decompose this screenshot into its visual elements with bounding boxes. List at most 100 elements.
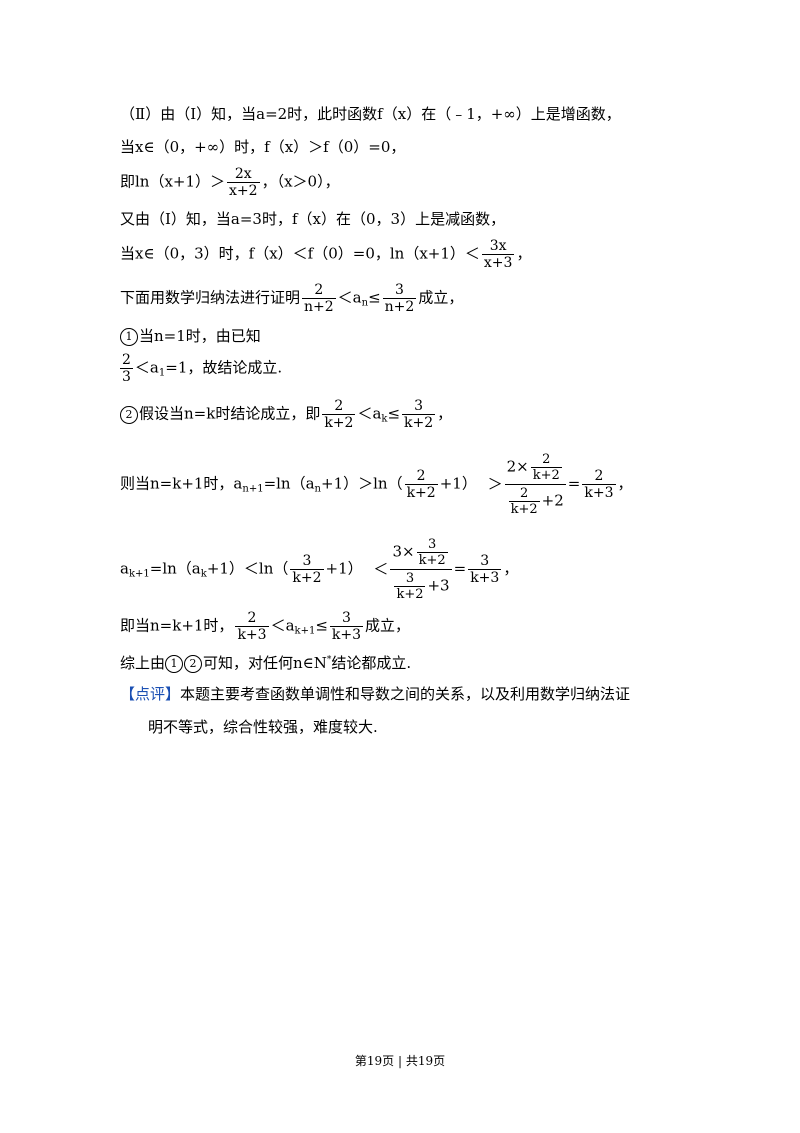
- denominator: n+2: [304, 299, 334, 315]
- numerator: 3: [416, 537, 448, 553]
- l6-post: 成立，: [418, 288, 464, 307]
- numerator: 3: [382, 282, 417, 299]
- denominator: k+2: [324, 415, 354, 431]
- l12-le: ≤: [315, 616, 328, 635]
- l10-post: ，: [617, 474, 633, 493]
- denominator: x+3: [483, 255, 513, 271]
- circled-number-1: 1: [120, 328, 138, 346]
- subscript-n: n: [361, 297, 369, 309]
- l10-b: +1）＞ln（: [321, 474, 403, 493]
- l10-a: =ln（a: [263, 474, 315, 493]
- denominator: k+2: [396, 587, 424, 602]
- l3-pre: 即ln（x+1）＞: [120, 172, 226, 191]
- l12-mid: ＜a: [270, 616, 295, 635]
- proof-line-2: 当x∈（0，+∞）时，f（x）＞f（0）=0，: [120, 138, 406, 156]
- l9-post: ，: [437, 404, 453, 423]
- denominator: k+3: [470, 570, 500, 586]
- l8-post: =1，故结论成立.: [165, 358, 283, 377]
- addend: +2: [541, 491, 564, 510]
- l12-post: 成立，: [365, 616, 411, 635]
- numerator: 3: [468, 553, 502, 570]
- denominator: k+3: [237, 627, 267, 643]
- circled-number-2: 2: [120, 405, 138, 424]
- numerator: 2: [322, 398, 356, 415]
- l13-b: 结论都成立.: [331, 654, 412, 672]
- numerator: 2: [302, 282, 336, 299]
- denominator: k+2: [406, 485, 436, 501]
- l9-pre: 假设当n=k时结论成立，即: [139, 404, 321, 423]
- denominator: k+2: [532, 468, 560, 483]
- comment-text: 本题主要考查函数单调性和导数之间的关系，以及利用数学归纳法证: [180, 685, 631, 703]
- denominator: x+2: [229, 183, 258, 199]
- l6-le: ≤: [368, 288, 381, 307]
- numerator: 2: [235, 610, 269, 627]
- denominator: k+2: [510, 502, 538, 517]
- circled-number-1: 1: [165, 655, 184, 673]
- l5-post: ，: [516, 244, 532, 263]
- subscript-k: k: [200, 568, 207, 580]
- l11-a: =ln（a: [149, 559, 201, 578]
- subscript-1: 1: [158, 367, 166, 379]
- l11-eq: =: [453, 559, 467, 578]
- numerator: 2: [508, 486, 540, 502]
- denominator: k+2: [404, 415, 434, 431]
- subscript-k-plus-1: k+1: [128, 568, 150, 580]
- l7-text: 当n=1时，由已知: [139, 327, 261, 345]
- comment-line-2: 明不等式，综合性较强，难度较大.: [148, 718, 378, 736]
- l3-post: ，（x＞0），: [261, 172, 340, 191]
- numerator: 3: [329, 610, 364, 627]
- l11-b: +1）＜ln（: [206, 559, 289, 578]
- subscript-k-plus-1: k+1: [294, 625, 316, 637]
- denominator: k+2: [418, 553, 446, 568]
- numerator: 3: [290, 553, 324, 570]
- addend: +3: [427, 576, 450, 595]
- numerator: 2: [404, 468, 438, 485]
- l11-post: ，: [503, 559, 519, 578]
- l13-a: 可知，对任何n∈N: [203, 654, 327, 672]
- l11-pre: a: [120, 559, 129, 578]
- l10-pre: 则当n=k+1时，a: [120, 474, 243, 493]
- l11-lt: ＜: [373, 559, 389, 578]
- l10-eq: =: [567, 474, 581, 493]
- page-footer: 第19页 | 共19页: [354, 1054, 446, 1068]
- denominator: n+2: [384, 299, 415, 315]
- denominator: k+2: [292, 570, 322, 586]
- subscript-k: k: [381, 413, 388, 425]
- l9-mid: ＜a: [357, 404, 382, 423]
- numerator: 3: [394, 571, 426, 587]
- numerator: 3x: [481, 238, 515, 255]
- denominator: k+3: [584, 485, 614, 501]
- comment-tag: 【点评】: [120, 685, 181, 703]
- l11-c: +1）: [325, 559, 363, 578]
- l6-mid-a: ＜a: [337, 288, 362, 307]
- multiplier: 3×: [392, 542, 415, 561]
- denominator: 3: [122, 369, 131, 385]
- circled-number-2: 2: [184, 655, 203, 673]
- superscript-star: *: [326, 655, 332, 665]
